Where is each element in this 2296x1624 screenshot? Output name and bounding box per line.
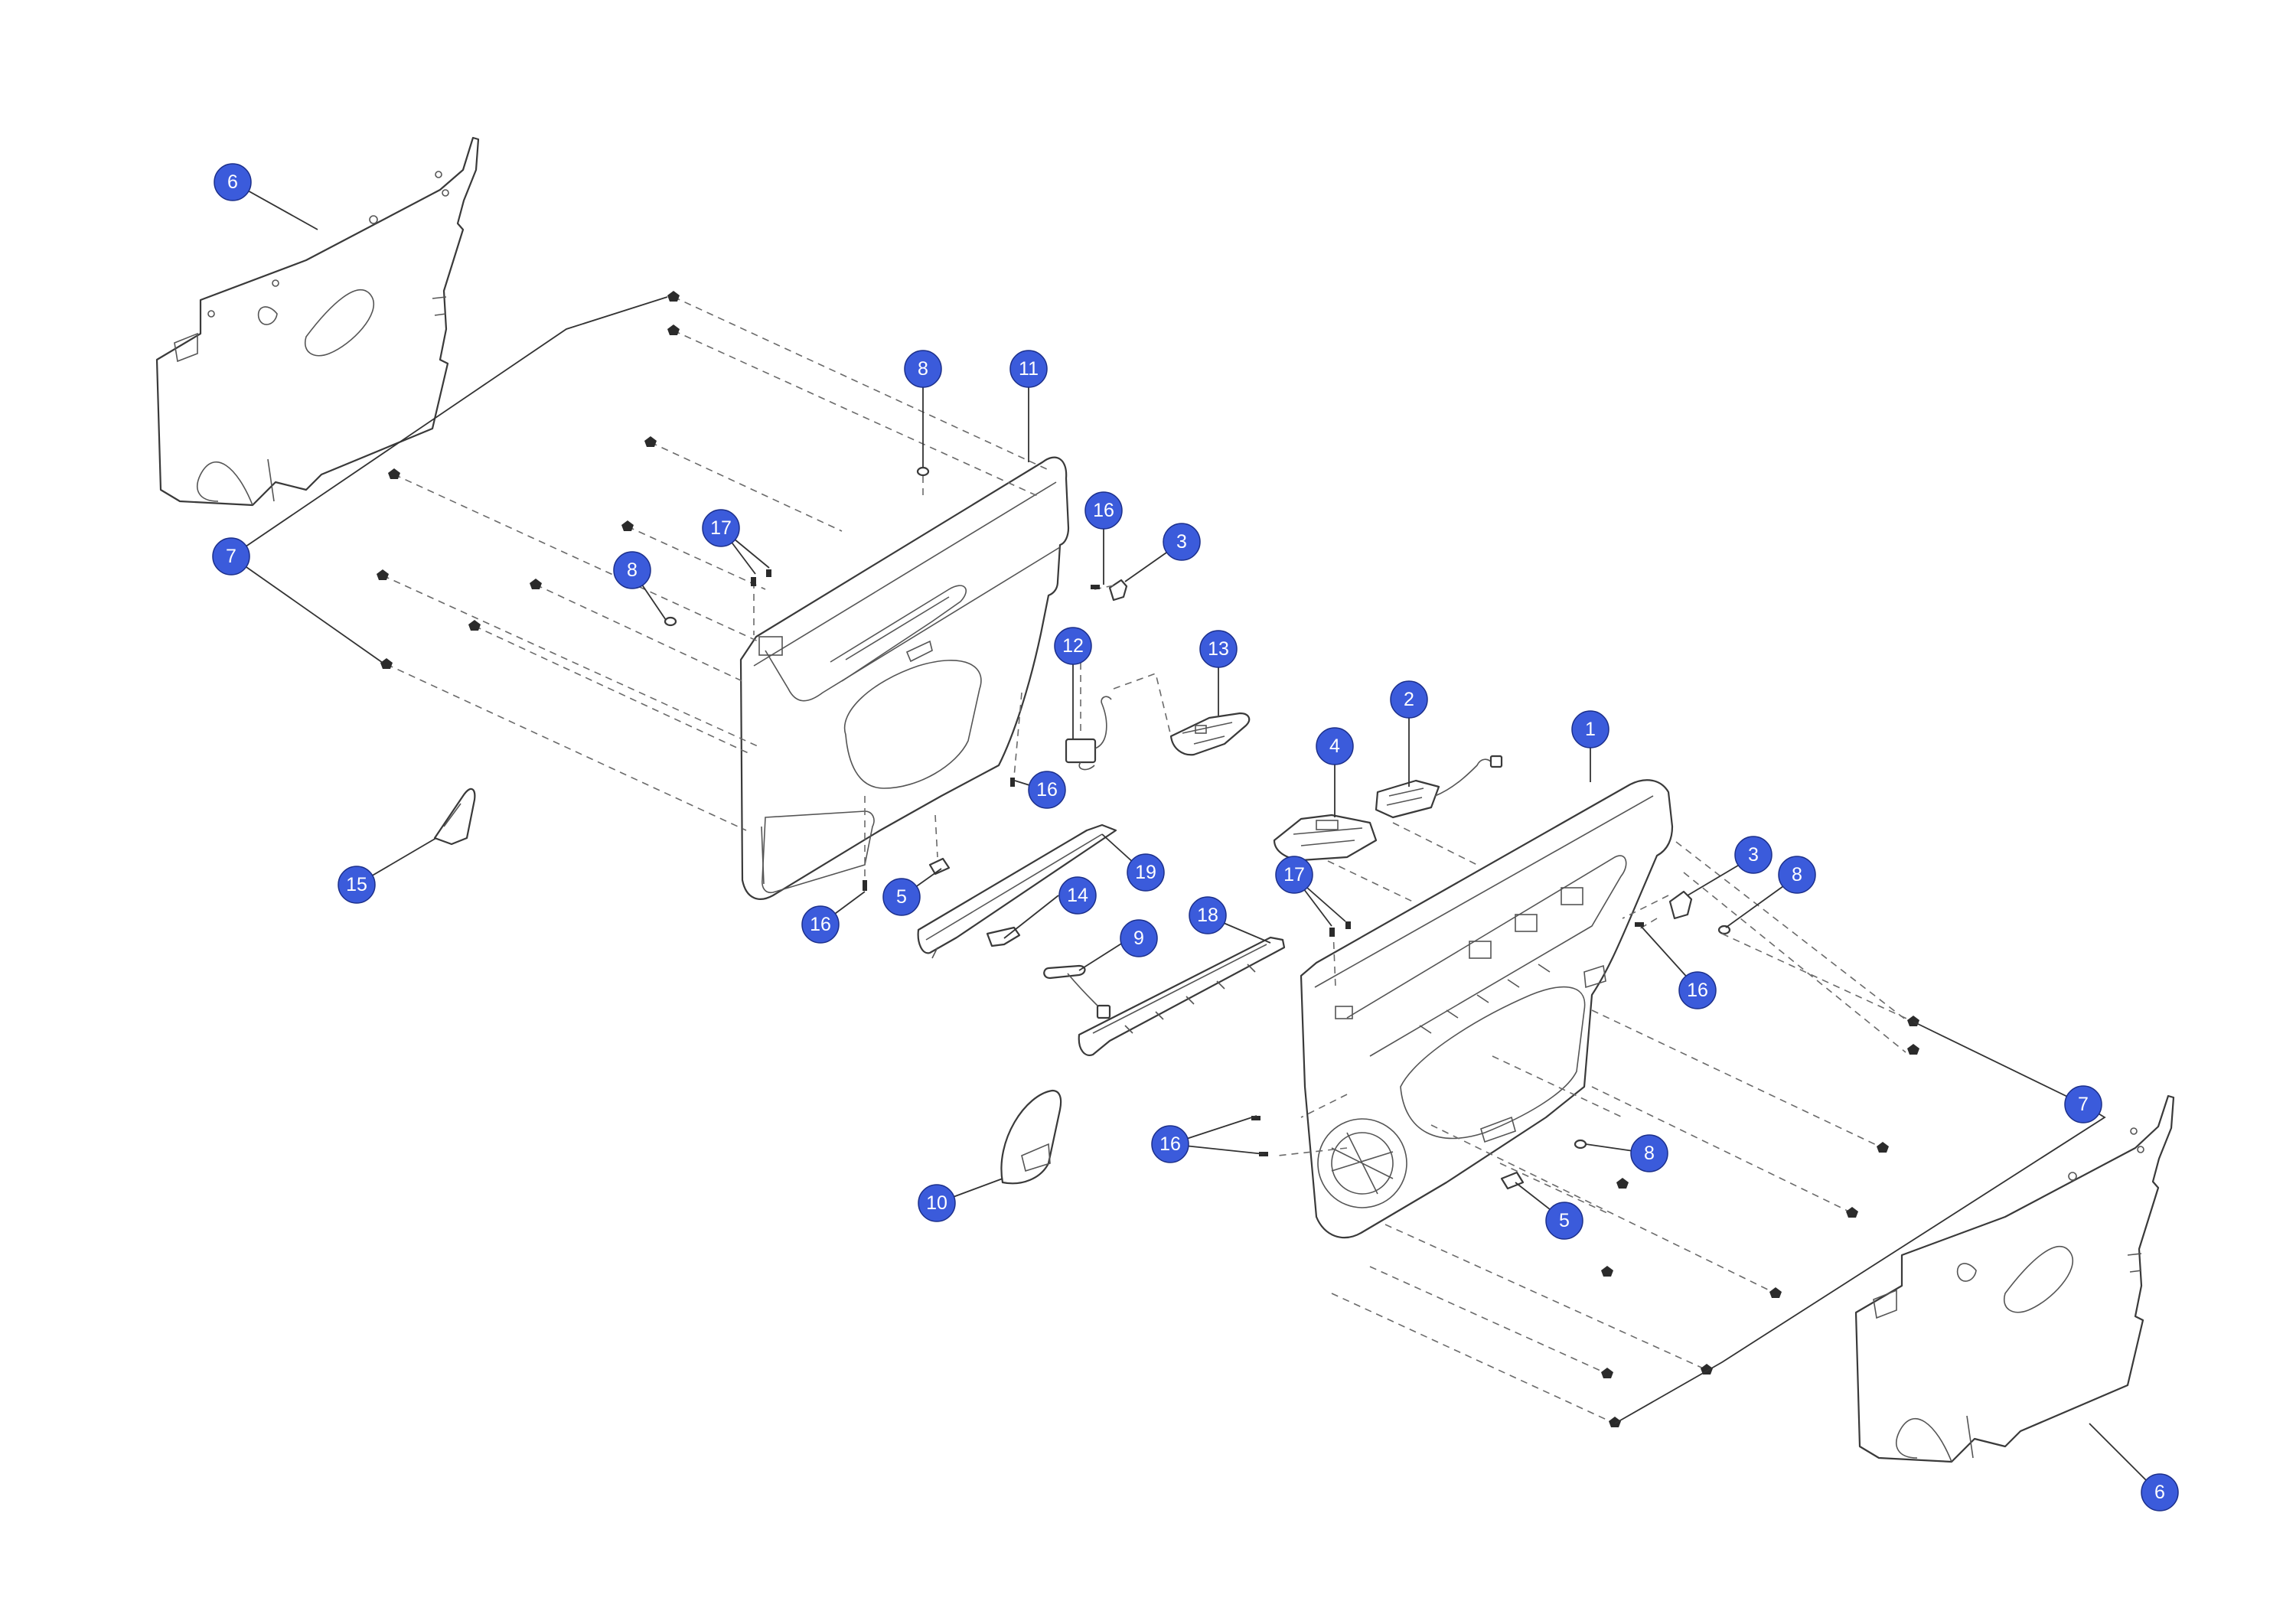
callout-14[interactable]: 14 [1058, 876, 1097, 915]
callout-label: 5 [1559, 1210, 1570, 1231]
callout-4[interactable]: 4 [1316, 727, 1354, 765]
callout-label: 15 [346, 874, 367, 895]
callout-19[interactable]: 19 [1127, 853, 1165, 892]
callout-8-top[interactable]: 8 [904, 350, 942, 388]
callout-label: 4 [1329, 735, 1340, 757]
callout-label: 2 [1404, 689, 1414, 710]
callout-label: 8 [918, 358, 928, 380]
door-handle-clip-right [1668, 890, 1693, 920]
callout-16-right[interactable]: 16 [1678, 971, 1717, 1009]
callout-label: 17 [710, 517, 732, 539]
corner-trim-cap [433, 788, 476, 846]
callout-16-lower[interactable]: 16 [1151, 1125, 1189, 1163]
callout-7-left[interactable]: 7 [212, 537, 250, 576]
callout-label: 16 [1159, 1133, 1181, 1155]
callout-label: 3 [1748, 844, 1759, 866]
callout-9[interactable]: 9 [1120, 919, 1158, 957]
callout-8-lower[interactable]: 8 [1630, 1134, 1668, 1172]
callout-16-top[interactable]: 16 [1084, 491, 1123, 530]
callout-label: 7 [2078, 1094, 2089, 1115]
callout-17-right[interactable]: 17 [1275, 856, 1313, 894]
mirror-sail-cover [1000, 1089, 1062, 1185]
callout-6-lower[interactable]: 6 [2141, 1473, 2179, 1511]
callout-label: 16 [1036, 779, 1058, 801]
callout-16-mid[interactable]: 16 [1028, 771, 1066, 809]
lower-trim-strip [1078, 936, 1286, 1056]
callout-label: 5 [896, 886, 907, 908]
callout-16-bottom-left[interactable]: 16 [801, 905, 840, 944]
door-carrier-panel [1300, 779, 1674, 1239]
callout-label: 16 [810, 914, 831, 935]
callout-15[interactable]: 15 [338, 866, 376, 904]
belt-molding-strip [917, 823, 1117, 959]
switch-bezel [1273, 814, 1378, 862]
callout-label: 6 [2154, 1482, 2165, 1503]
callout-18[interactable]: 18 [1189, 896, 1227, 934]
callout-label: 8 [1792, 864, 1802, 885]
callout-2[interactable]: 2 [1390, 680, 1428, 719]
callout-7-right[interactable]: 7 [2064, 1085, 2102, 1123]
callout-13[interactable]: 13 [1199, 630, 1238, 668]
callout-label: 3 [1176, 531, 1187, 553]
callout-label: 11 [1019, 358, 1039, 380]
fasteners [377, 291, 1919, 1427]
callout-label: 19 [1135, 862, 1156, 883]
callout-label: 13 [1208, 638, 1229, 660]
callout-8-left[interactable]: 8 [613, 551, 651, 589]
window-switch [1375, 755, 1503, 819]
door-trim-panel [739, 456, 1070, 900]
callout-10[interactable]: 10 [918, 1184, 956, 1222]
callout-3-right[interactable]: 3 [1734, 836, 1773, 874]
callout-8-right[interactable]: 8 [1778, 856, 1816, 894]
callout-label: 16 [1093, 500, 1114, 521]
callout-label: 18 [1197, 905, 1218, 926]
callout-5-right[interactable]: 5 [1545, 1202, 1583, 1240]
callout-label: 10 [926, 1192, 947, 1214]
callout-6-upper[interactable]: 6 [214, 163, 252, 201]
callout-label: 16 [1687, 980, 1708, 1001]
ambient-lamp-harness [1043, 964, 1111, 1019]
callout-label: 6 [227, 171, 238, 193]
door-handle-clip-left [1108, 579, 1128, 602]
retainer-clip-left [928, 857, 951, 876]
callout-12[interactable]: 12 [1054, 627, 1092, 665]
callout-label: 14 [1067, 885, 1088, 906]
callout-label: 1 [1585, 719, 1596, 740]
insulation-panel-left [155, 136, 480, 507]
callout-markers: 6 7 8 11 17 8 16 3 12 13 16 15 16 5 19 1… [212, 163, 2179, 1511]
callout-1[interactable]: 1 [1571, 710, 1609, 748]
washer-parts [664, 466, 1731, 1150]
handle-bezel-upper [1169, 712, 1251, 756]
callout-label: 9 [1133, 928, 1144, 949]
installation-axes [382, 296, 1914, 1424]
callout-label: 8 [1644, 1143, 1655, 1164]
switch-harness-left [1065, 696, 1112, 771]
callout-5-left[interactable]: 5 [882, 878, 921, 916]
callout-label: 12 [1062, 635, 1084, 657]
callout-label: 8 [627, 559, 638, 581]
callout-11[interactable]: 11 [1009, 350, 1048, 388]
callout-label: 7 [226, 546, 236, 567]
leader-lines [230, 181, 2161, 1495]
insulation-panel-right [1854, 1094, 2175, 1463]
callout-label: 17 [1283, 864, 1305, 885]
callout-3-left[interactable]: 3 [1163, 523, 1201, 561]
callout-17-left[interactable]: 17 [702, 509, 740, 547]
